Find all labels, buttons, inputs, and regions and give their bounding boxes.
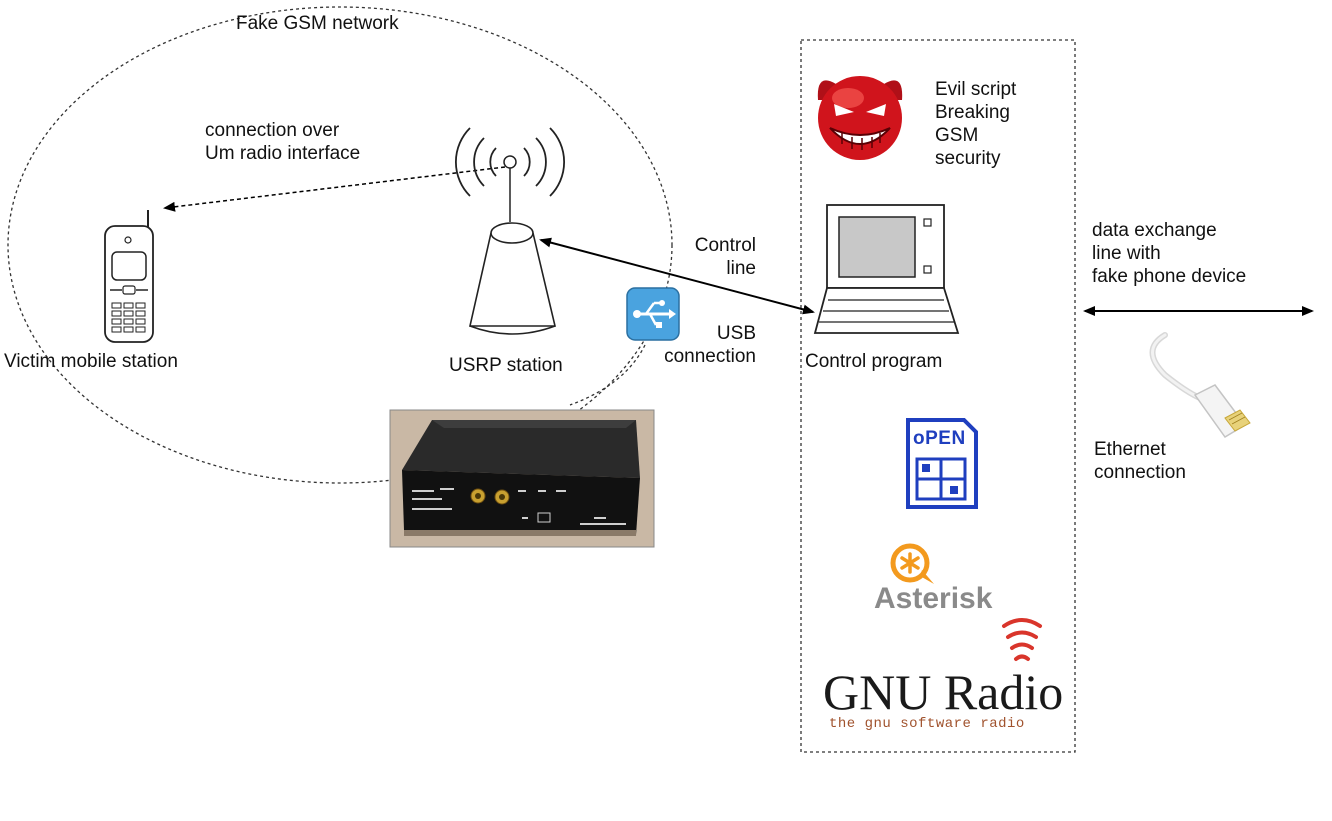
laptop-icon	[813, 204, 960, 334]
antenna-tower-icon	[454, 127, 566, 335]
gnuradio-subtitle: the gnu software radio	[829, 716, 1025, 732]
usrp-label: USRP station	[449, 355, 563, 376]
control-line-arrow	[539, 237, 815, 315]
um-label-line-2: Um radio interface	[205, 143, 361, 164]
usb-connection-line	[569, 344, 646, 406]
usb-label-line-2: connection	[664, 346, 756, 367]
network-title: Fake GSM network	[236, 13, 399, 34]
data-exchange-line-3: fake phone device	[1092, 266, 1247, 287]
control-line-label-2: line	[726, 258, 756, 279]
victim-label: Victim mobile station	[4, 351, 178, 372]
ethernet-label: Ethernet connection	[1094, 438, 1186, 484]
data-exchange-label: data exchange line with fake phone devic…	[1092, 219, 1246, 288]
usb-label: USB connection	[646, 322, 756, 368]
gnuradio-waves-icon	[1002, 618, 1042, 661]
data-exchange-line-1: data exchange	[1092, 220, 1217, 241]
data-exchange-line-2: line with	[1092, 243, 1161, 264]
evil-line-3: GSM	[935, 125, 979, 146]
usb-label-line-1: USB	[716, 323, 756, 344]
um-label-line-1: connection over	[205, 120, 340, 141]
ethernet-line-1: Ethernet	[1094, 439, 1166, 460]
um-connection-arrow	[163, 166, 506, 212]
usrp-device-image	[389, 409, 655, 548]
asterisk-logo-icon	[890, 543, 934, 584]
devil-face-icon	[817, 76, 903, 160]
control-line-label-1: Control	[694, 235, 756, 256]
control-program-label: Control program	[805, 351, 943, 372]
control-line-label: Control line	[660, 234, 756, 280]
usb-icon	[626, 287, 680, 341]
um-interface-label: connection over Um radio interface	[205, 119, 360, 165]
asterisk-logo-text: Asterisk	[874, 582, 993, 615]
ethernet-cable-icon	[1149, 332, 1251, 438]
phone-icon	[104, 210, 154, 343]
ethernet-line-2: connection	[1094, 462, 1186, 483]
openbts-logo-text: oPEN	[913, 428, 966, 449]
evil-line-2: Breaking	[935, 102, 1010, 123]
control-box	[800, 39, 1076, 753]
evil-script-label: Evil script Breaking GSM security	[935, 78, 1016, 170]
gnuradio-title: GNU Radio	[823, 664, 1064, 720]
evil-line-1: Evil script	[935, 79, 1017, 100]
evil-line-4: security	[935, 148, 1001, 169]
openbts-logo-icon	[906, 418, 978, 509]
